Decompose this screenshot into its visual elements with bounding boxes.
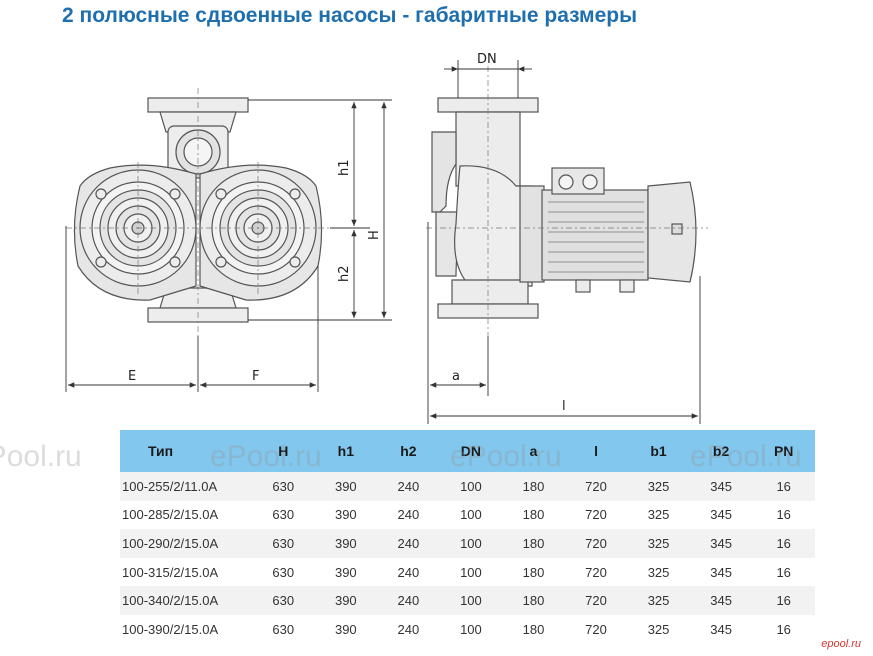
dim-E-label: E	[128, 369, 136, 384]
dim-l-label: l	[562, 399, 566, 414]
cell-DN: 100	[439, 586, 503, 615]
cell-PN: 16	[752, 614, 815, 644]
col-header-type: Тип	[120, 430, 252, 472]
cell-h1: 390	[314, 586, 378, 615]
pump-drawing: h1 h2 H E F	[65, 52, 708, 424]
right-volute	[199, 164, 323, 301]
cell-h2: 240	[377, 529, 440, 558]
cell-H: 630	[252, 586, 315, 615]
cell-h2: 240	[377, 557, 440, 587]
side-view	[431, 97, 697, 319]
table-row: 100-315/2/15.0A 630 390 240 100 180 720 …	[120, 557, 815, 587]
cell-a: 180	[502, 586, 565, 615]
cell-a: 180	[502, 614, 565, 644]
cell-h2: 240	[377, 614, 440, 644]
cell-b1: 325	[627, 557, 690, 587]
dim-DN-label: DN	[477, 52, 497, 67]
dim-a-label: a	[452, 369, 460, 384]
col-header-PN: PN	[752, 430, 815, 472]
cell-H: 630	[252, 472, 315, 501]
cell-a: 180	[502, 500, 565, 530]
cell-DN: 100	[439, 557, 503, 587]
cell-type: 100-315/2/15.0A	[120, 557, 252, 587]
table-row: 100-290/2/15.0A 630 390 240 100 180 720 …	[120, 529, 815, 558]
cell-DN: 100	[439, 472, 503, 501]
cell-h2: 240	[377, 500, 440, 530]
spec-table: Тип H h1 h2 DN a l b1 b2 PN 100-255/2/11…	[120, 430, 815, 644]
cell-h2: 240	[377, 586, 440, 615]
cell-H: 630	[252, 557, 315, 587]
table-row: 100-255/2/11.0A 630 390 240 100 180 720 …	[120, 472, 815, 501]
col-header-DN: DN	[439, 430, 503, 472]
cell-b1: 325	[627, 614, 690, 644]
cell-PN: 16	[752, 529, 815, 558]
col-header-a: a	[502, 430, 565, 472]
cell-DN: 100	[439, 529, 503, 558]
cell-l: 720	[564, 557, 628, 587]
cell-h1: 390	[314, 472, 378, 501]
col-header-H: H	[252, 430, 315, 472]
cell-type: 100-340/2/15.0A	[120, 586, 252, 615]
col-header-b2: b2	[689, 430, 753, 472]
cell-b2: 345	[689, 472, 753, 501]
cell-l: 720	[564, 472, 628, 501]
cell-H: 630	[252, 500, 315, 530]
cell-H: 630	[252, 529, 315, 558]
cell-h2: 240	[377, 472, 440, 501]
cell-type: 100-255/2/11.0A	[120, 472, 252, 501]
col-header-b1: b1	[627, 430, 690, 472]
cell-b1: 325	[627, 472, 690, 501]
cell-b1: 325	[627, 500, 690, 530]
cell-DN: 100	[439, 614, 503, 644]
cell-H: 630	[252, 614, 315, 644]
watermark: ePool.ru	[0, 440, 82, 473]
cell-h1: 390	[314, 529, 378, 558]
cell-PN: 16	[752, 557, 815, 587]
col-header-l: l	[564, 430, 628, 472]
cell-b2: 345	[689, 557, 753, 587]
left-volute	[73, 164, 197, 301]
cell-b2: 345	[689, 529, 753, 558]
table-row: 100-390/2/15.0A 630 390 240 100 180 720 …	[120, 614, 815, 644]
cell-PN: 16	[752, 472, 815, 501]
dim-H-label: H	[367, 230, 382, 240]
cell-a: 180	[502, 557, 565, 587]
cell-b1: 325	[627, 586, 690, 615]
page-title: 2 полюсные сдвоенные насосы - габаритные…	[62, 4, 638, 27]
cell-l: 720	[564, 586, 628, 615]
cell-a: 180	[502, 529, 565, 558]
cell-a: 180	[502, 472, 565, 501]
col-header-h2: h2	[377, 430, 440, 472]
side-dimensions	[427, 60, 701, 424]
dim-F-label: F	[252, 369, 259, 384]
cell-type: 100-390/2/15.0A	[120, 614, 252, 644]
cell-type: 100-285/2/15.0A	[120, 500, 252, 530]
cell-h1: 390	[314, 614, 378, 644]
cell-h1: 390	[314, 557, 378, 587]
cell-b2: 345	[689, 586, 753, 615]
cell-l: 720	[564, 614, 628, 644]
dim-h1-label: h1	[337, 159, 352, 176]
cell-PN: 16	[752, 500, 815, 530]
front-dimensions	[65, 99, 392, 392]
cell-b2: 345	[689, 500, 753, 530]
cell-b1: 325	[627, 529, 690, 558]
cell-DN: 100	[439, 500, 503, 530]
cell-h1: 390	[314, 500, 378, 530]
table-row: 100-340/2/15.0A 630 390 240 100 180 720 …	[120, 586, 815, 615]
cell-type: 100-290/2/15.0A	[120, 529, 252, 558]
cell-l: 720	[564, 529, 628, 558]
cell-PN: 16	[752, 586, 815, 615]
table-row: 100-285/2/15.0A 630 390 240 100 180 720 …	[120, 500, 815, 530]
table-header-row: Тип H h1 h2 DN a l b1 b2 PN	[120, 430, 815, 472]
cell-b2: 345	[689, 614, 753, 644]
cell-l: 720	[564, 500, 628, 530]
corner-logo: epool.ru	[821, 638, 861, 650]
col-header-h1: h1	[314, 430, 378, 472]
dim-h2-label: h2	[337, 265, 352, 282]
